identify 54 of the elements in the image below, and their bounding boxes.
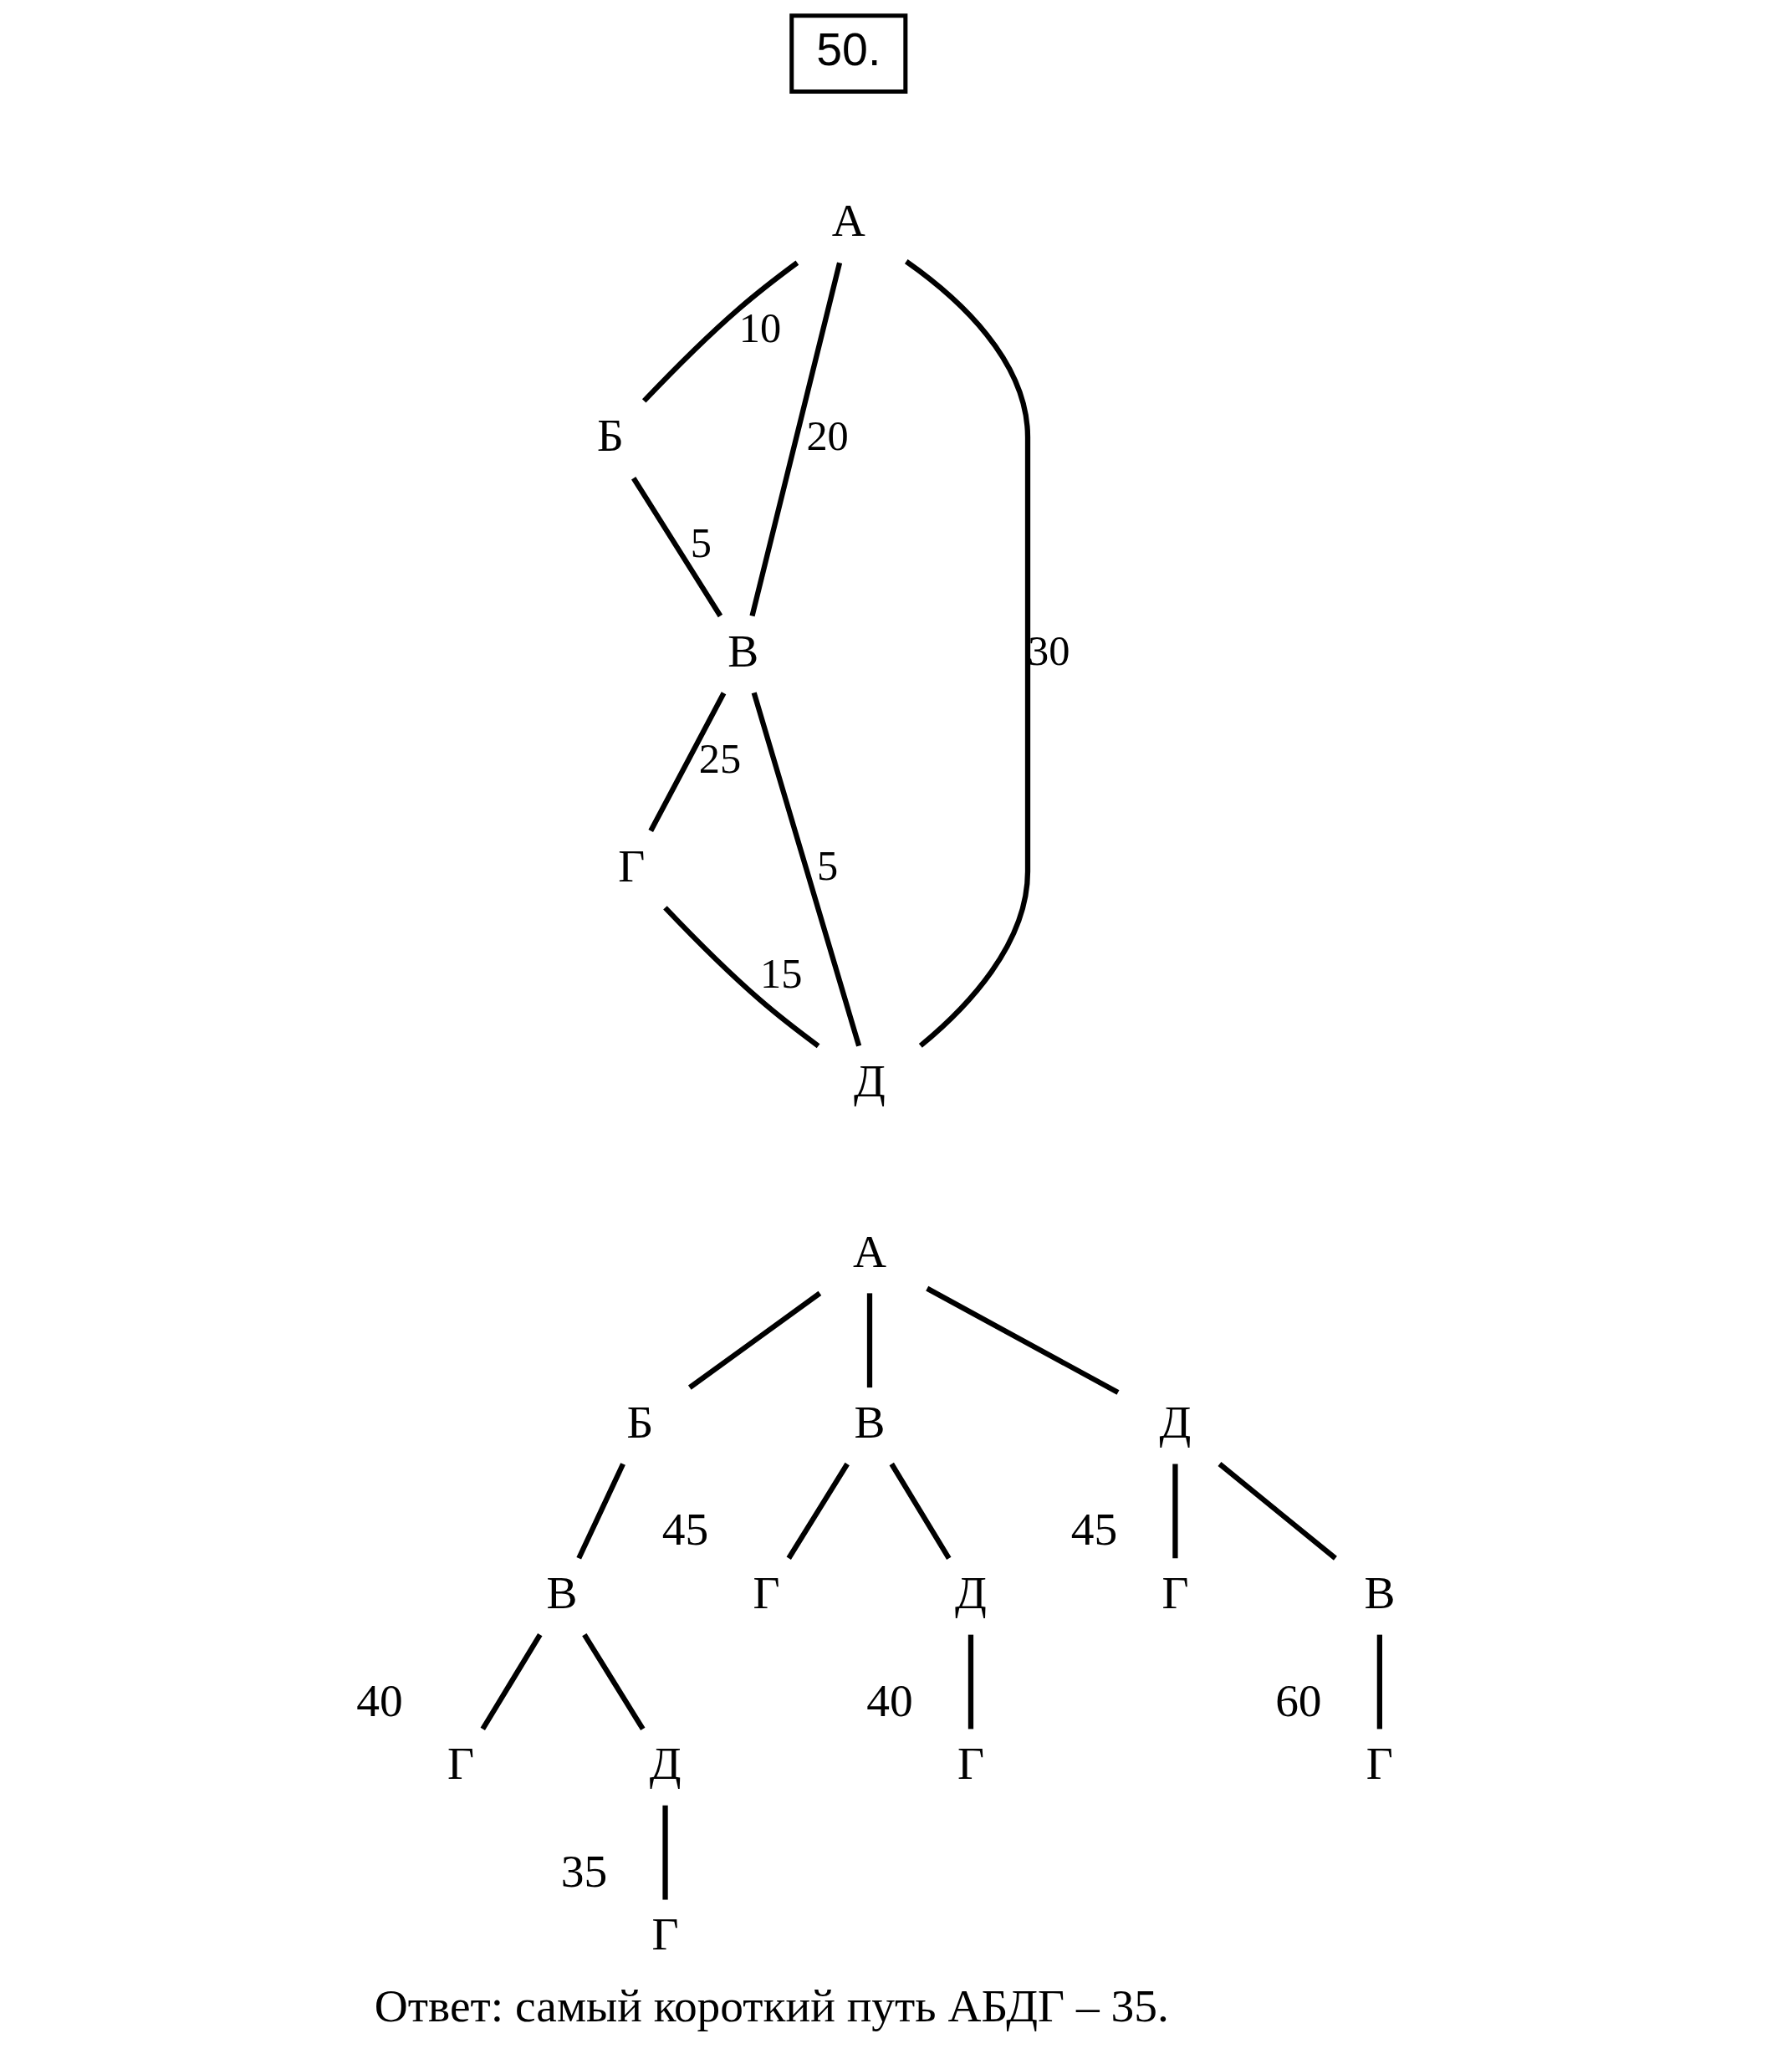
connector bbox=[480, 1633, 543, 1731]
node-text: Г bbox=[618, 840, 646, 892]
connector bbox=[641, 260, 799, 403]
connector bbox=[751, 692, 862, 1047]
node-text: Б bbox=[626, 1396, 654, 1448]
connector bbox=[889, 1462, 952, 1560]
node-label: 40 bbox=[866, 1674, 913, 1726]
connector bbox=[576, 1463, 625, 1560]
node-text: В bbox=[854, 1396, 886, 1448]
connector bbox=[866, 1293, 873, 1388]
node-label: 60 bbox=[1275, 1674, 1322, 1726]
node-text: Д bbox=[1159, 1396, 1192, 1448]
edge-label: 10 bbox=[738, 304, 782, 352]
connector bbox=[663, 906, 820, 1049]
diagram-title: 50. bbox=[816, 23, 881, 76]
connector bbox=[631, 477, 723, 618]
node-text: В bbox=[1364, 1567, 1396, 1619]
caption: Ответ: самый короткий путь АБДГ – 35. bbox=[374, 1980, 1169, 2031]
connector bbox=[582, 1632, 646, 1731]
node-text: А bbox=[831, 195, 865, 247]
connector bbox=[1218, 1462, 1337, 1561]
node-text: Д bbox=[955, 1567, 987, 1619]
node-label: 45 bbox=[1070, 1504, 1118, 1556]
node-text: А bbox=[852, 1225, 887, 1277]
connector bbox=[904, 259, 1031, 1048]
node-label: 35 bbox=[560, 1845, 608, 1897]
edge-label: 20 bbox=[806, 411, 849, 459]
connector bbox=[926, 1285, 1120, 1395]
edge-label: 25 bbox=[698, 734, 742, 782]
node-text: Г bbox=[753, 1567, 780, 1619]
node-text: Г bbox=[447, 1738, 475, 1790]
connector bbox=[662, 1805, 668, 1900]
node-text: В bbox=[546, 1567, 578, 1619]
node-text: Г bbox=[957, 1738, 984, 1790]
node-label: 45 bbox=[661, 1504, 709, 1556]
node-text: Г bbox=[1366, 1738, 1393, 1790]
node-text: В bbox=[728, 625, 759, 677]
node-text: Г bbox=[1161, 1567, 1189, 1619]
connector bbox=[786, 1462, 850, 1560]
node-text: Б bbox=[597, 410, 624, 462]
node-label: 40 bbox=[356, 1674, 403, 1726]
connector bbox=[1172, 1464, 1178, 1559]
node-text: Г bbox=[651, 1908, 679, 1960]
edge-label: 5 bbox=[816, 842, 839, 890]
connector bbox=[1376, 1634, 1383, 1729]
connector bbox=[967, 1634, 974, 1729]
connector bbox=[749, 262, 843, 617]
edge-label: 15 bbox=[759, 949, 803, 997]
connector bbox=[687, 1290, 822, 1390]
node-text: Д bbox=[649, 1738, 682, 1790]
connector bbox=[648, 692, 727, 833]
node-text: Д bbox=[854, 1055, 886, 1106]
edge-label: 30 bbox=[1028, 627, 1070, 675]
edge-label: 5 bbox=[690, 519, 712, 567]
